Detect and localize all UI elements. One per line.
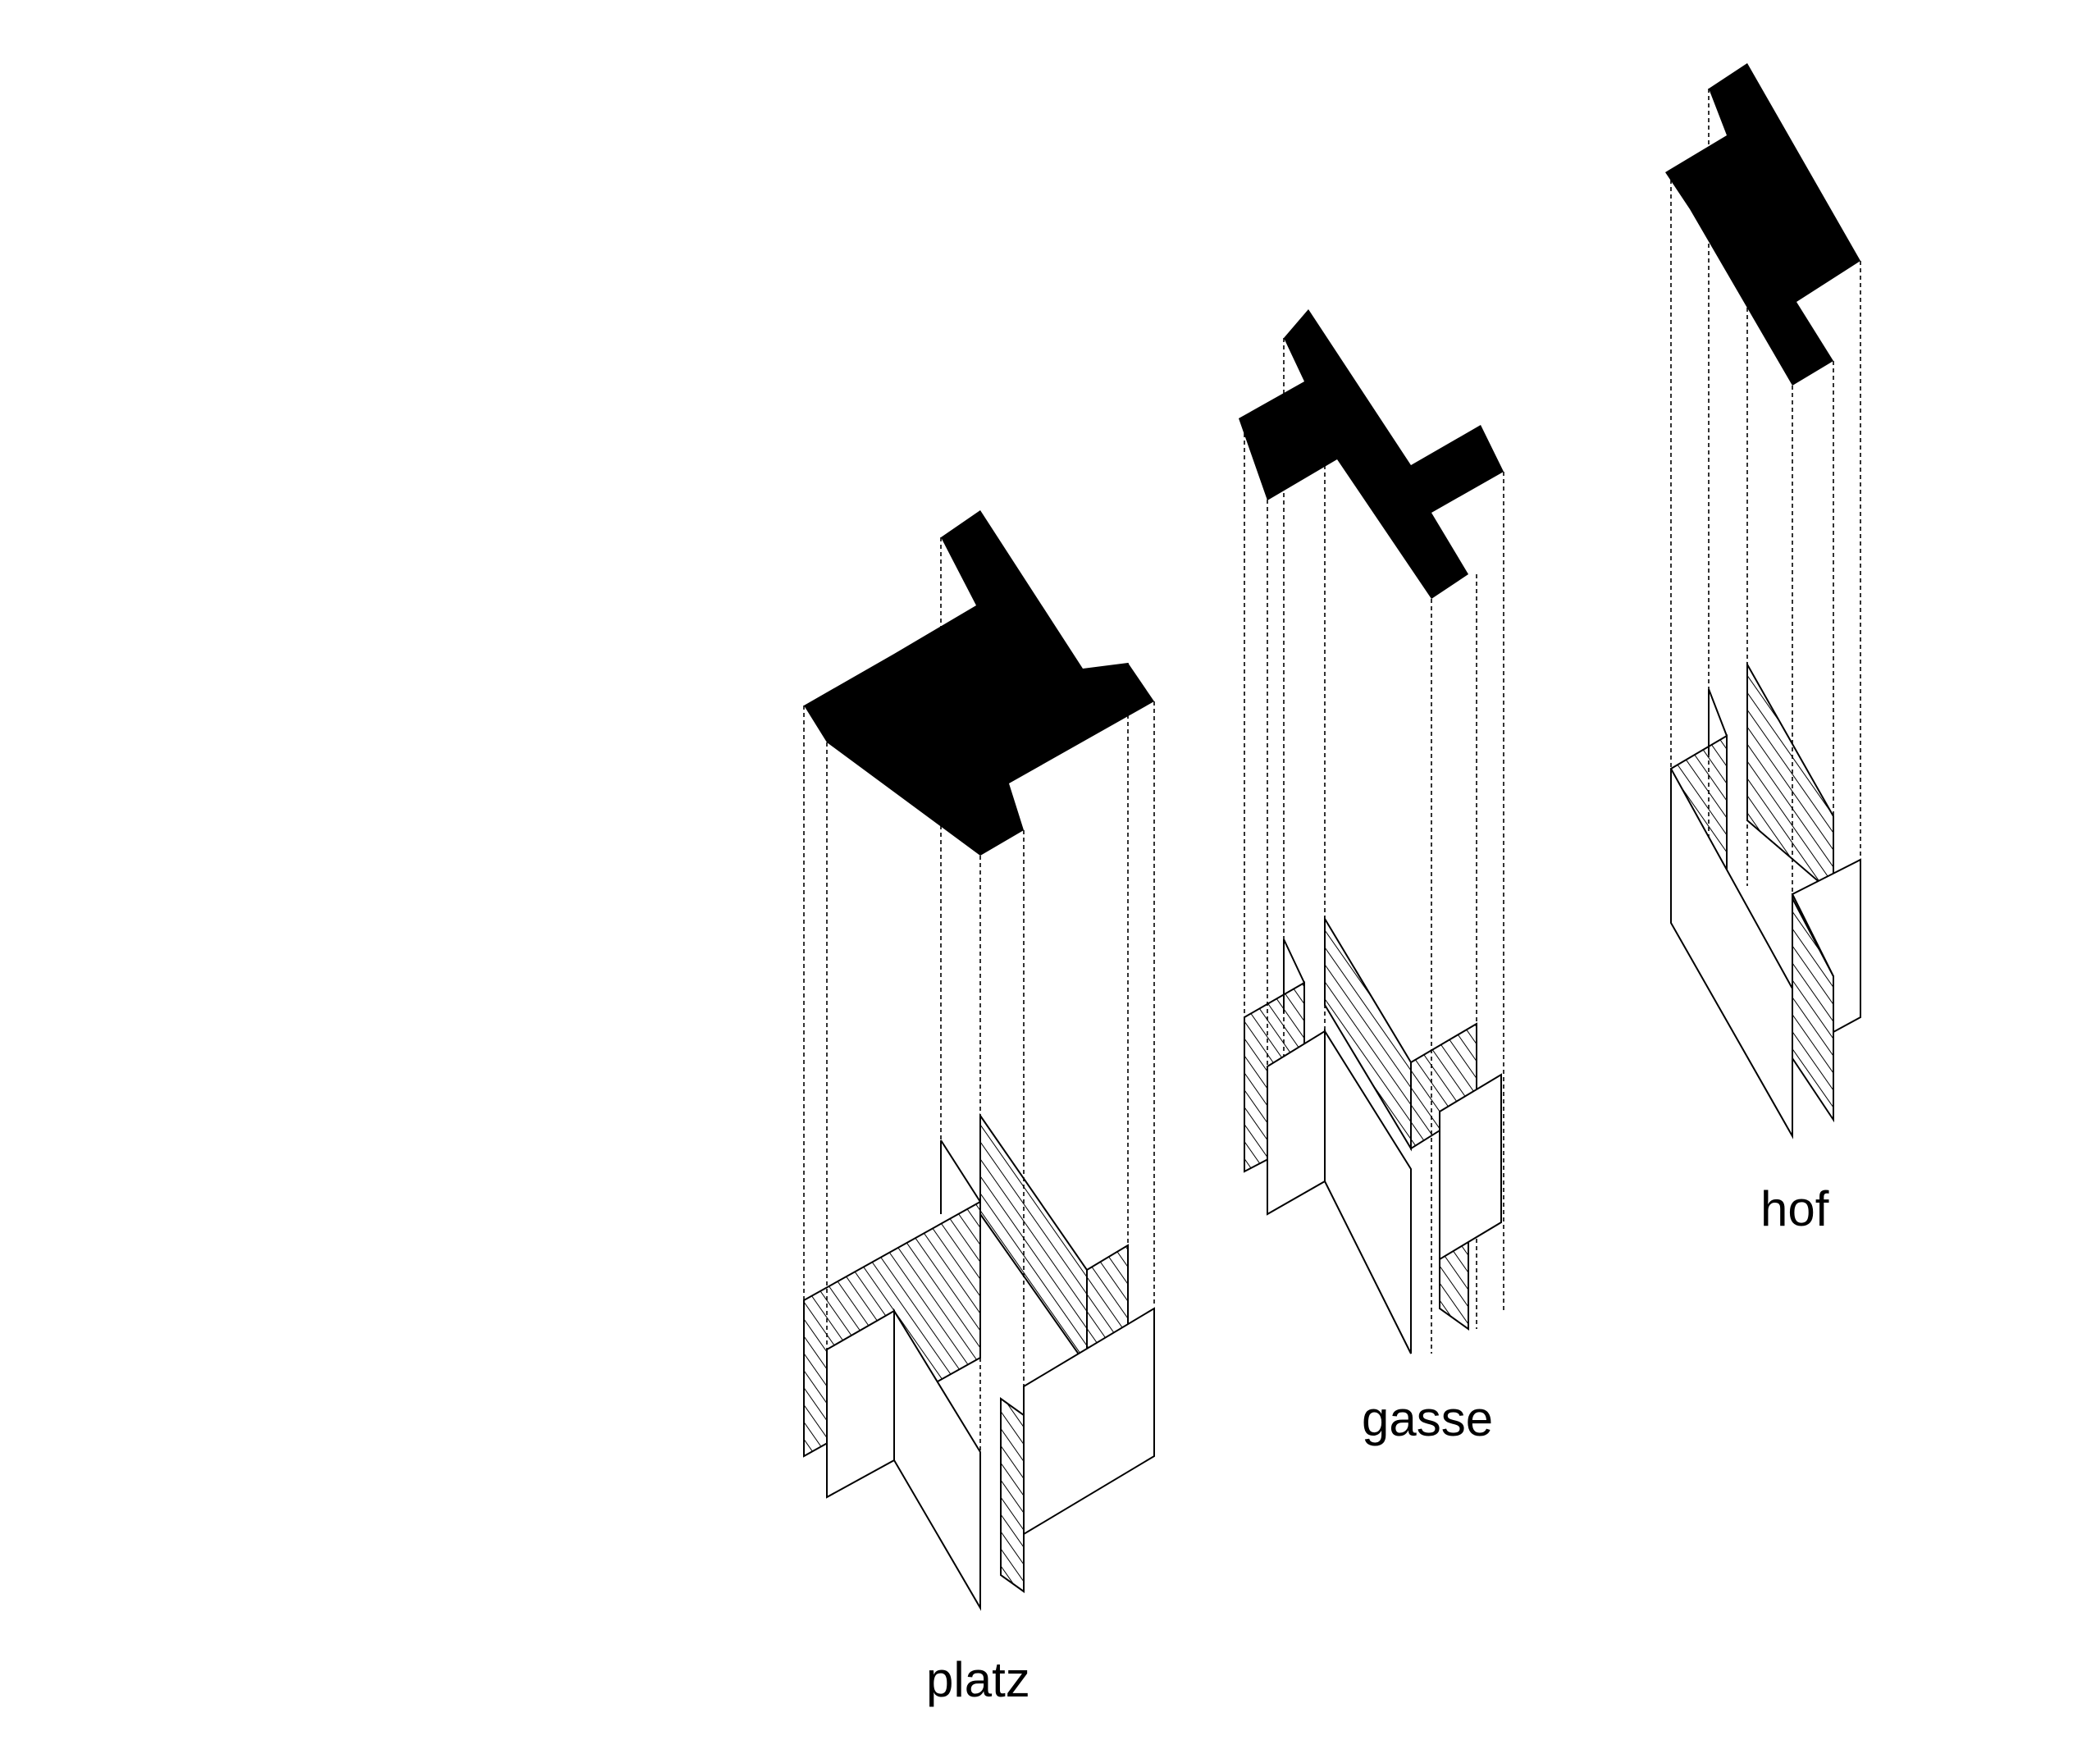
gasse-plan-shape: [1239, 309, 1504, 599]
label-hof: hof: [1760, 1181, 1829, 1236]
hof-plan-shape: [1665, 63, 1860, 386]
gasse-diagram: [1239, 309, 1504, 1354]
label-platz: platz: [926, 1652, 1030, 1707]
platz-wall-planes: [826, 1139, 1155, 1611]
hof-diagram: [1665, 63, 1861, 1139]
platz-plan-shape: [804, 510, 1154, 856]
hof-wall-planes: [1670, 688, 1861, 1139]
gasse-wall-planes: [1267, 938, 1502, 1354]
label-gasse: gasse: [1362, 1391, 1494, 1446]
platz-diagram: [803, 510, 1155, 1611]
